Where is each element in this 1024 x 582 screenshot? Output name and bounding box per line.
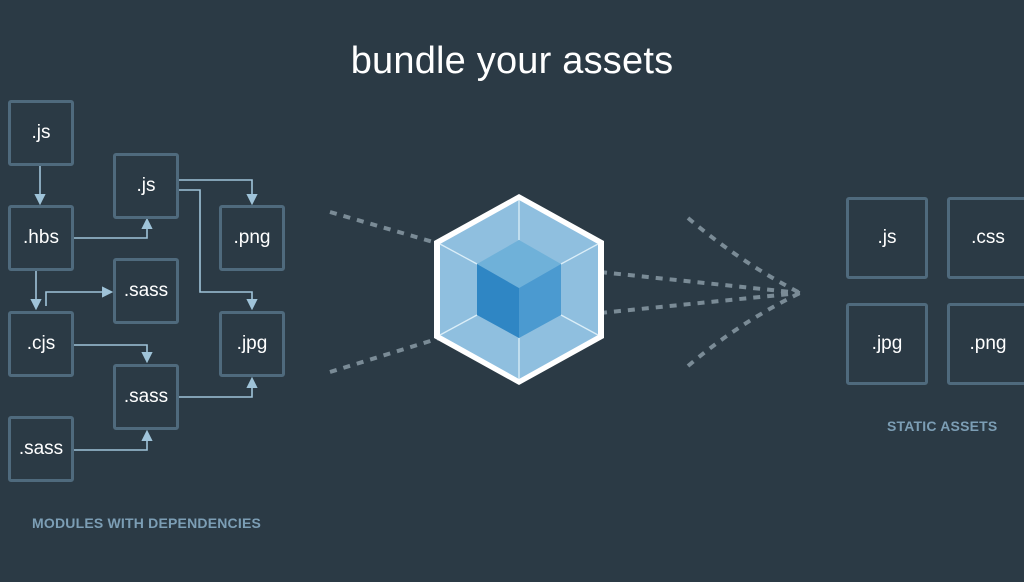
flow-out-bottom [599,291,801,315]
asset-css: .css [947,197,1024,279]
flow-out-top [599,270,801,295]
asset-png: .png [947,303,1024,385]
modules-caption: MODULES WITH DEPENDENCIES [32,515,262,531]
module-hbs: .hbs [8,205,74,271]
flow-in-bottom [329,336,441,374]
module-js-top: .js [8,100,74,166]
connector-cjs-sass2 [74,344,153,364]
static-assets-caption: STATIC ASSETS [887,418,998,434]
module-label: .jpg [236,333,268,354]
connector-cjs-sass [45,286,114,306]
module-label: .png [233,227,271,248]
module-sass-bottom: .sass [8,416,74,482]
connector-js-jpg [179,189,258,311]
page-title: bundle your assets [350,40,674,82]
asset-label: .png [969,333,1007,354]
asset-label: .css [971,227,1005,248]
module-png: .png [219,205,285,271]
module-jpg: .jpg [219,311,285,377]
asset-js: .js [846,197,928,279]
flow-in-top [329,210,441,246]
flow-lines [329,210,801,374]
module-label: .sass [18,438,64,459]
connector-js-png [179,179,258,206]
flow-arrow-top [686,216,801,295]
module-label: .sass [123,280,169,301]
asset-jpg: .jpg [846,303,928,385]
module-label: .js [31,122,51,143]
flow-arrow-bottom [686,291,801,368]
module-label: .cjs [26,333,56,354]
module-sass-top: .sass [113,258,179,324]
webpack-cube-icon [434,194,604,385]
asset-label: .jpg [871,333,903,354]
module-label: .hbs [23,227,59,248]
connector-sass2-jpg [179,376,258,398]
connector-hbs-js [74,217,153,239]
asset-label: .js [877,227,897,248]
module-cjs: .cjs [8,311,74,377]
module-js-middle: .js [113,153,179,219]
module-label: .sass [123,386,169,407]
module-label: .js [136,175,156,196]
connector-sass-sass2 [74,429,153,451]
module-sass-middle: .sass [113,364,179,430]
dependency-connectors [30,166,258,451]
